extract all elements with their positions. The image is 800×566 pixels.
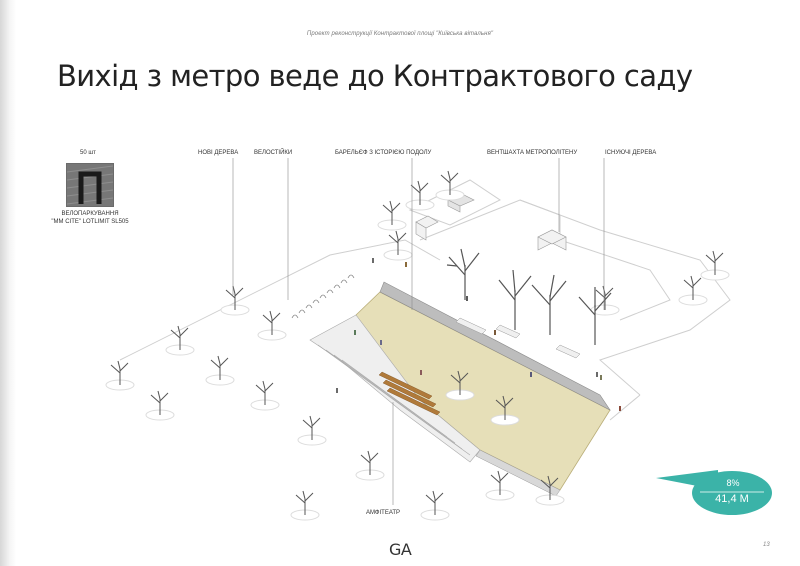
slope-length: 41,4 М <box>715 493 749 505</box>
vent-shaft <box>537 229 567 251</box>
bike-rack-label-line1: велопаркування <box>61 211 119 217</box>
callout-vent-shaft: вентшахта метрополітену <box>487 150 578 156</box>
kiosk-box <box>415 215 439 241</box>
bike-rack-label: велопаркування "MM CITE" LOTLIMIT SL505 <box>45 210 135 226</box>
callout-new-trees: нові дерева <box>198 150 239 156</box>
page-title: Вихід з метро веде до Контрактового саду <box>57 59 693 93</box>
pavilion-box <box>447 193 475 213</box>
trees <box>105 170 730 521</box>
callout-leaders <box>232 158 605 505</box>
callout-existing-trees: існуючі дерева <box>605 150 657 156</box>
bike-rack-icon <box>67 164 113 206</box>
bike-rack-photo <box>66 163 114 207</box>
existing-large-trees <box>446 248 612 345</box>
park-benches <box>455 317 581 359</box>
amphitheater-benches <box>378 371 441 416</box>
page-number: 13 <box>763 542 770 548</box>
slope-badge-shape <box>656 470 772 515</box>
project-header: Проект реконструкції Контрактової площі … <box>306 31 494 37</box>
ga-logo: GA <box>389 540 412 559</box>
callout-bike-racks: велостійки <box>254 150 293 156</box>
bas-relief-wall <box>379 281 611 411</box>
callout-bas-relief: барельєф з історією подолу <box>335 150 432 156</box>
callout-amphitheater: амфітеатр <box>366 510 401 516</box>
bike-racks-row <box>291 274 355 319</box>
bike-rack-label-line2: "MM CITE" LOTLIMIT SL505 <box>51 219 129 225</box>
people <box>336 258 621 411</box>
bike-rack-count: 50 шт <box>80 150 96 156</box>
page-spine-shadow <box>0 0 16 566</box>
slope-percent: 8% <box>726 478 740 488</box>
